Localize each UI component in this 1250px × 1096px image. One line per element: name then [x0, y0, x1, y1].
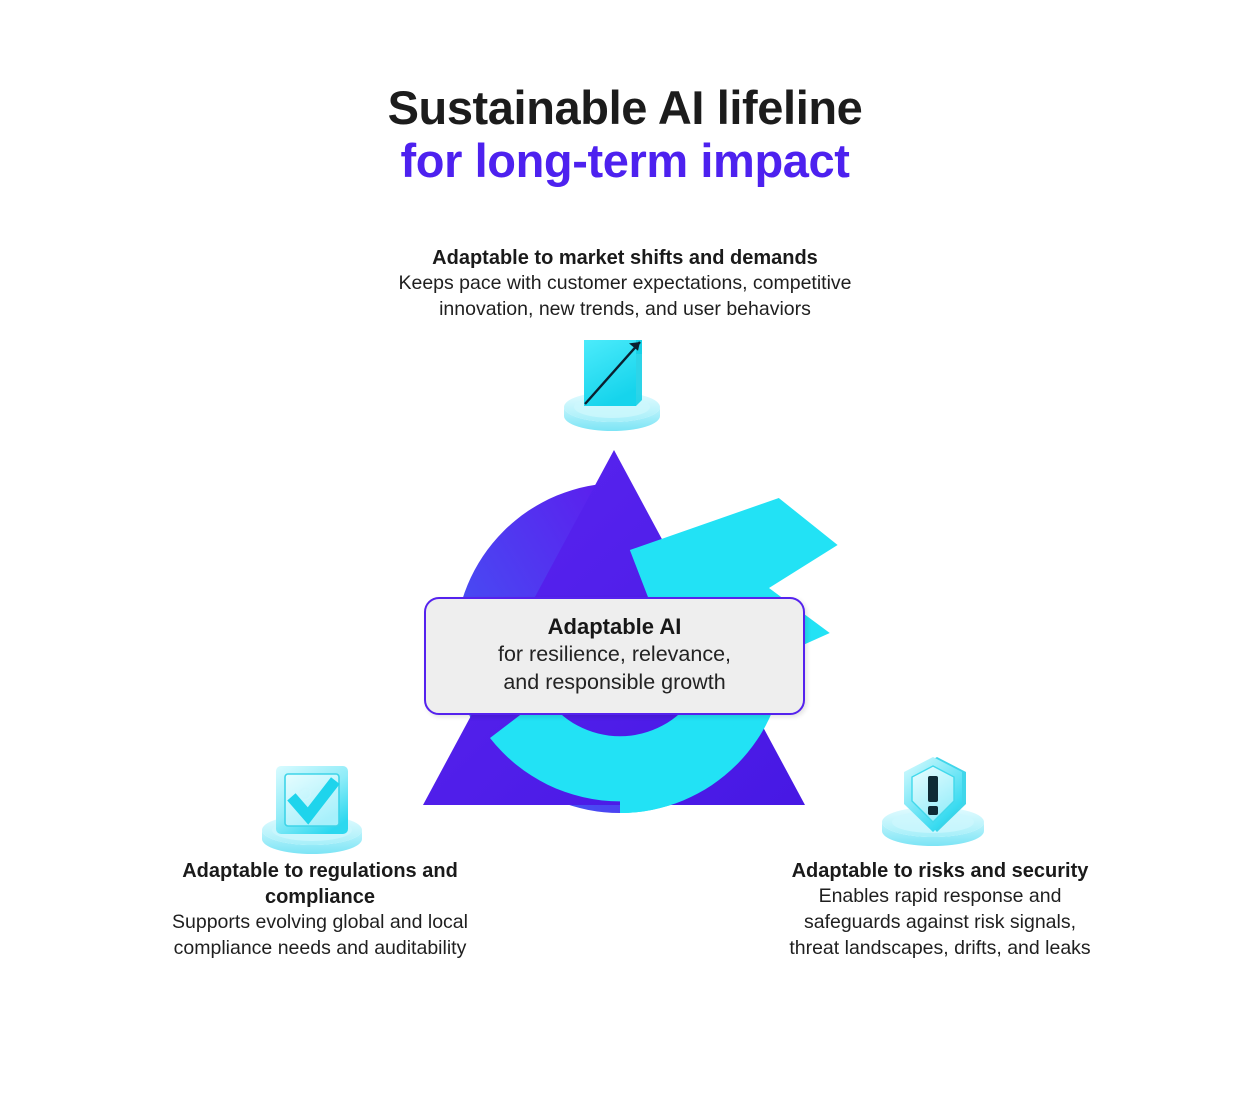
node-desc-regulations-line-1: Supports evolving global and local: [172, 911, 468, 933]
node-heading-regulations-line-1: Adaptable to regulations and: [182, 860, 458, 882]
node-desc-market-shifts-line-1: Keeps pace with customer expectations, c…: [398, 272, 852, 294]
node-heading-market-shifts: Adaptable to market shifts and demands: [432, 247, 818, 269]
center-card-title: Adaptable AI: [547, 613, 682, 639]
node-heading-regulations-line-2: compliance: [264, 886, 376, 908]
center-card-subtext-line-1: for resilience, relevance,: [497, 642, 732, 666]
node-desc-regulations-line-2: compliance needs and auditability: [173, 936, 467, 959]
center-card-adaptable-ai: Adaptable AI for resilience, relevance, …: [424, 597, 805, 715]
growth-chart-icon: [554, 334, 670, 438]
page-title-line-1: Sustainable AI lifeline: [387, 81, 863, 134]
shield-alert-icon: [876, 752, 992, 856]
node-desc-risks-line-3: threat landscapes, drifts, and leaks: [789, 936, 1091, 959]
node-label-market-shifts: Adaptable to market shifts and demands K…: [275, 245, 975, 323]
page-title-line-2: for long-term impact: [400, 133, 850, 187]
node-desc-market-shifts-line-2: innovation, new trends, and user behavio…: [439, 297, 811, 320]
node-desc-risks-line-1: Enables rapid response and: [818, 885, 1062, 907]
node-label-risks-security: Adaptable to risks and security Enables …: [690, 858, 1190, 962]
node-heading-risks-security: Adaptable to risks and security: [791, 860, 1089, 882]
node-desc-risks-line-2: safeguards against risk signals,: [803, 910, 1077, 933]
checkmark-screen-icon: [254, 758, 370, 862]
node-label-regulations-compliance: Adaptable to regulations and compliance …: [60, 858, 580, 962]
page-title: Sustainable AI lifeline for long-term im…: [0, 81, 1250, 187]
center-card-subtext-line-2: and responsible growth: [503, 669, 726, 694]
